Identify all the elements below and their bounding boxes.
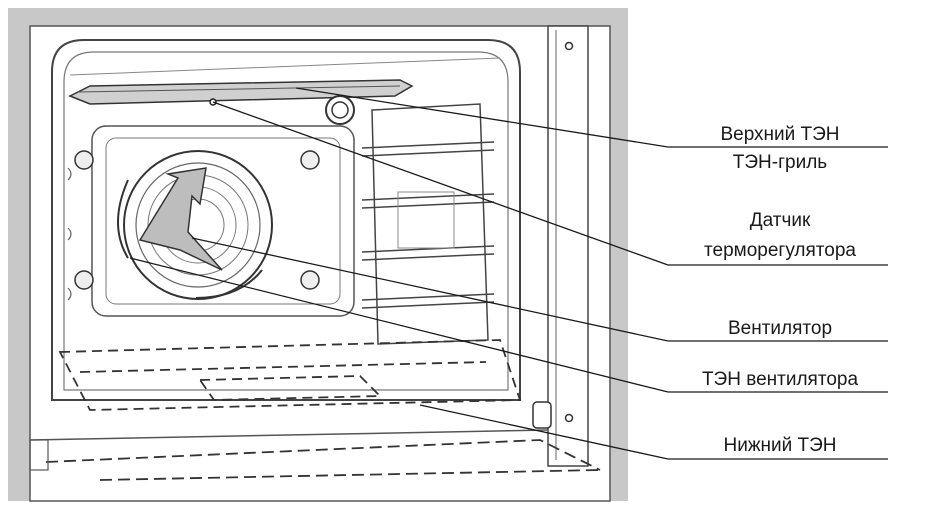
upper-heater — [68, 79, 414, 105]
baking-tray — [58, 339, 522, 411]
lower-heater — [45, 439, 601, 481]
label-upper-heater: Верхний ТЭН — [720, 124, 840, 145]
left-rack-guide — [67, 167, 72, 301]
label-thermostat-line1: Датчик — [749, 210, 811, 231]
fan-blade — [138, 167, 223, 271]
screw-icon — [74, 270, 94, 290]
label-lower-heater: Нижний ТЭН — [723, 435, 837, 456]
screw-icon — [564, 41, 574, 51]
door-hinge-panel — [547, 25, 589, 467]
label-thermostat-line2: терморегулятора — [704, 240, 856, 261]
screw-icon — [300, 270, 320, 290]
door-catch — [532, 401, 552, 429]
screw-icon — [300, 150, 320, 170]
screw-icon — [564, 413, 574, 423]
label-fan: Вентилятор — [727, 318, 833, 339]
label-fan-heater: ТЭН вентилятора — [701, 369, 859, 390]
label-grill-heater: ТЭН-гриль — [732, 152, 828, 173]
oven-body — [29, 25, 611, 502]
fan-heater — [117, 179, 129, 259]
lamp-icon — [325, 95, 355, 125]
screw-icon — [74, 150, 94, 170]
callout-lines — [129, 87, 888, 460]
oven-cavity — [51, 39, 521, 401]
rear-panel — [91, 125, 355, 317]
